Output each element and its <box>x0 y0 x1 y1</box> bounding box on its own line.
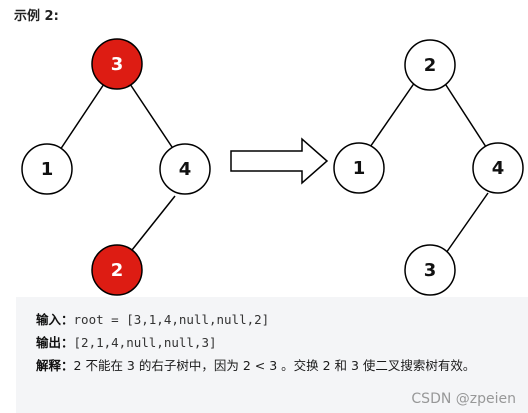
input-value: root = [3,1,4,null,null,2] <box>73 312 270 327</box>
node-circle <box>404 39 456 91</box>
node-label: 3 <box>111 54 124 75</box>
explain-label: 解释： <box>36 358 74 373</box>
explain-text: 2 不能在 3 的右子树中，因为 2 < 3 。交换 2 和 3 使二叉搜索树有… <box>73 358 476 373</box>
tree-diagram: 3 1 4 2 2 1 <box>21 38 524 296</box>
edge-r2-r4 <box>443 81 489 151</box>
explain-line: 解释：2 不能在 3 的右子树中，因为 2 < 3 。交换 2 和 3 使二叉搜… <box>36 354 498 377</box>
output-line: 输出：[2,1,4,null,null,3] <box>36 331 514 354</box>
node-circle <box>472 142 524 194</box>
right-arrow-icon <box>230 137 329 185</box>
input-label: 输入： <box>36 312 74 327</box>
node-label: 3 <box>424 260 437 281</box>
left-tree: 3 1 4 2 <box>21 38 211 296</box>
tree-node-l2: 2 <box>91 244 143 296</box>
left-edges <box>59 83 176 251</box>
output-label: 输出： <box>36 335 74 350</box>
output-value: [2,1,4,null,null,3] <box>73 335 217 350</box>
tree-node-l1: 1 <box>21 143 73 195</box>
node-label: 1 <box>41 159 54 180</box>
example-title: 示例 2: <box>14 9 59 24</box>
right-edges <box>367 81 489 254</box>
node-circle <box>91 38 143 90</box>
tree-node-r1: 1 <box>333 142 385 194</box>
node-label: 4 <box>492 158 505 179</box>
node-label: 4 <box>179 159 192 180</box>
input-line: 输入：root = [3,1,4,null,null,2] <box>36 308 514 331</box>
node-label: 2 <box>424 55 437 76</box>
tree-node-l4: 4 <box>159 143 211 195</box>
node-circle <box>91 244 143 296</box>
right-tree: 2 1 4 3 <box>333 39 524 296</box>
edge-r4-r3 <box>445 192 489 254</box>
node-circle <box>404 244 456 296</box>
node-circle <box>333 142 385 194</box>
edge-r2-r1 <box>367 81 416 151</box>
watermark: CSDN @zpeien <box>411 391 516 407</box>
node-label: 2 <box>111 260 124 281</box>
edge-l4-l2 <box>131 195 176 251</box>
tree-node-r3: 3 <box>404 244 456 296</box>
explanation-panel: 输入：root = [3,1,4,null,null,2] 输出：[2,1,4,… <box>16 297 528 413</box>
edge-l3-l4 <box>129 83 175 151</box>
node-circle <box>159 143 211 195</box>
node-label: 1 <box>353 158 366 179</box>
tree-node-r4: 4 <box>472 142 524 194</box>
tree-node-r2: 2 <box>404 39 456 91</box>
node-circle <box>21 143 73 195</box>
tree-node-l3: 3 <box>91 38 143 90</box>
edge-l3-l1 <box>59 83 105 151</box>
